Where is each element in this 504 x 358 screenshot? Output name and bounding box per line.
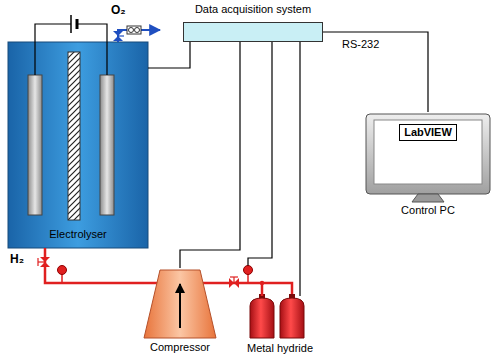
valve-handle <box>37 258 38 266</box>
electrode <box>100 75 114 215</box>
daq-panel <box>183 22 323 42</box>
gas-label: H₂ <box>10 252 24 266</box>
membrane <box>68 52 80 220</box>
gas-label: O₂ <box>111 3 126 17</box>
battery-wire <box>77 24 107 75</box>
edge-label: RS-232 <box>340 38 381 51</box>
valve-handle <box>230 276 238 277</box>
metal-hydride: Metal hydride <box>240 296 320 356</box>
hydride-cylinder <box>250 298 274 338</box>
control-pc: LabVIEW Control PC <box>362 112 494 220</box>
monitor-stand <box>412 194 444 202</box>
signal-line <box>180 42 240 268</box>
electrolyser-tank <box>8 42 148 248</box>
daq-box: Data acquisition system <box>183 3 323 42</box>
screen-label: LabVIEW <box>399 124 457 141</box>
pressure-gauge <box>58 266 67 275</box>
pipe-branch <box>262 283 292 298</box>
monitor-bezel <box>366 114 490 194</box>
hydride-cylinder <box>280 298 304 338</box>
valve-handle <box>118 35 124 36</box>
flow-meter <box>129 28 134 33</box>
pipe-stub <box>203 282 216 285</box>
battery-symbol <box>70 15 72 33</box>
pipe-stub <box>144 282 158 285</box>
pressure-gauge <box>247 274 249 283</box>
node-label: Electrolyser <box>49 228 106 241</box>
battery-symbol <box>76 19 79 29</box>
battery-wire <box>35 24 71 75</box>
node-label: Data acquisition system <box>195 3 311 16</box>
signal-line <box>148 42 190 68</box>
compressor-symbol <box>144 270 216 338</box>
flow-meter <box>127 26 141 34</box>
hydrogen-pipe <box>45 248 144 283</box>
monitor-screen <box>374 120 482 184</box>
node-label: Metal hydride <box>247 342 313 355</box>
electrode <box>28 75 42 215</box>
signal-line <box>299 42 300 296</box>
compressor: Compressor <box>144 268 216 356</box>
hydrogen-pipe <box>216 283 262 296</box>
flow-meter <box>135 28 140 33</box>
valve-symbol <box>113 31 123 36</box>
signal-wire <box>248 42 272 266</box>
valve-symbol <box>113 36 123 41</box>
node-label: Compressor <box>150 341 210 354</box>
signal-line <box>323 32 428 112</box>
pressure-gauge <box>61 274 63 283</box>
pressure-gauge <box>244 266 253 275</box>
node-label: Control PC <box>401 204 455 217</box>
flow-arrow <box>179 284 181 328</box>
electrolyser-box: Electrolyser <box>8 42 148 248</box>
